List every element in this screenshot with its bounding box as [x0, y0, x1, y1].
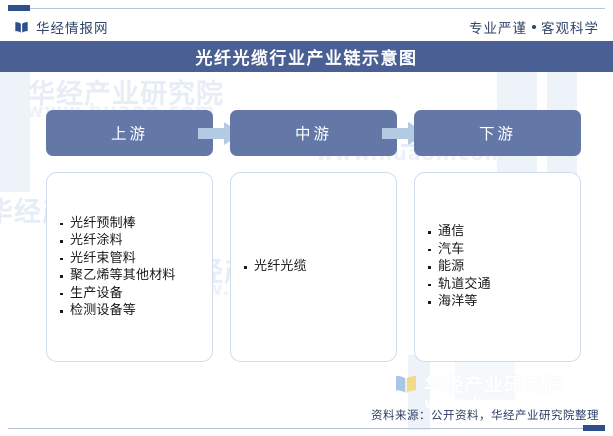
value-chain-diagram: 上游 光纤预制棒 光纤涂料 光纤束管料 聚乙烯等其他材料 生产设备 检测设备等 [0, 72, 613, 402]
slogan-separator-dot [532, 25, 536, 29]
list-item: 光纤预制棒 [60, 215, 202, 233]
page-header: 华经情报网 专业严谨 客观科学 [0, 13, 613, 41]
open-book-icon [394, 372, 418, 396]
stage-header-downstream: 下游 [414, 110, 581, 156]
list-item: 光纤束管料 [60, 250, 202, 268]
list-item: 光纤涂料 [60, 232, 202, 250]
list-item: 光纤光缆 [244, 258, 386, 276]
bottom-divider [8, 428, 605, 429]
stage-card-upstream: 光纤预制棒 光纤涂料 光纤束管料 聚乙烯等其他材料 生产设备 检测设备等 [46, 172, 213, 362]
footer-watermark-name: 华经产业研究院 [424, 374, 565, 396]
downstream-item-list: 通信 汽车 能源 轨道交通 海洋等 [428, 223, 570, 311]
page-title: 光纤光缆行业产业链示意图 [195, 49, 418, 69]
list-item: 能源 [428, 258, 570, 276]
stage-card-downstream: 通信 汽车 能源 轨道交通 海洋等 [414, 172, 581, 362]
top-divider [8, 8, 605, 9]
list-item: 汽车 [428, 241, 570, 259]
header-slogan: 专业严谨 客观科学 [469, 17, 599, 37]
title-bar: 光纤光缆行业产业链示意图 [0, 41, 613, 72]
stage-label-upstream: 上游 [110, 125, 148, 143]
bottom-divider-accent [583, 425, 605, 431]
list-item: 检测设备等 [60, 302, 202, 320]
footer-watermark-logo: 华经产业研究院 [394, 370, 564, 397]
stage-header-midstream: 中游 [230, 110, 397, 156]
slogan-left: 专业严谨 [469, 21, 527, 37]
list-item: 聚乙烯等其他材料 [60, 267, 202, 285]
brand: 华经情报网 [14, 17, 109, 37]
stage-label-midstream: 中游 [294, 125, 332, 143]
upstream-item-list: 光纤预制棒 光纤涂料 光纤束管料 聚乙烯等其他材料 生产设备 检测设备等 [60, 215, 202, 320]
list-item: 轨道交通 [428, 276, 570, 294]
stage-card-midstream: 光纤光缆 [230, 172, 397, 362]
stage-header-upstream: 上游 [46, 110, 213, 156]
list-item: 通信 [428, 223, 570, 241]
brand-name: 华经情报网 [36, 21, 109, 37]
list-item: 海洋等 [428, 293, 570, 311]
slogan-right: 客观科学 [541, 21, 599, 37]
top-divider-accent [8, 5, 30, 11]
list-item: 生产设备 [60, 285, 202, 303]
stage-label-downstream: 下游 [478, 125, 516, 143]
source-note: 资料来源：公开资料，华经产业研究院整理 [371, 408, 599, 422]
midstream-item-list: 光纤光缆 [244, 258, 386, 276]
open-book-icon [14, 20, 29, 35]
